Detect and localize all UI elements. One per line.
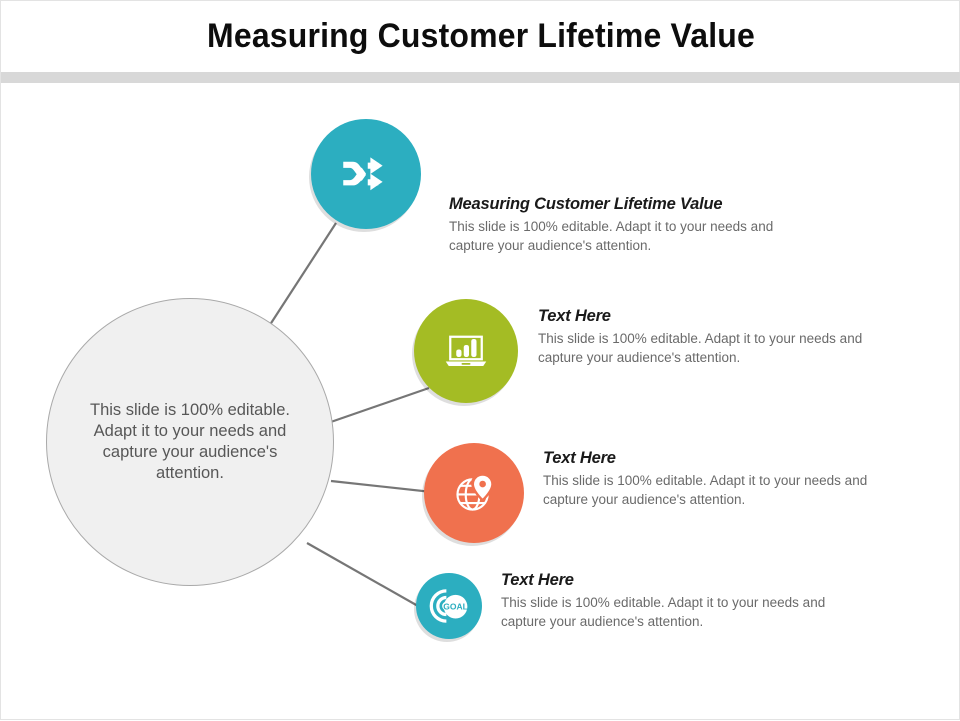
node-1-icon-circle[interactable] <box>311 119 421 229</box>
node-3-text-block: Text Here This slide is 100% editable. A… <box>543 449 915 509</box>
center-circle: This slide is 100% editable. Adapt it to… <box>46 298 334 586</box>
laptop-bar-chart-icon <box>442 327 490 375</box>
goal-icon-label: GOAL <box>443 602 468 612</box>
node-1-heading: Measuring Customer Lifetime Value <box>449 195 723 213</box>
node-2-heading: Text Here <box>538 307 611 325</box>
node-3-heading: Text Here <box>543 449 616 467</box>
page-title: Measuring Customer Lifetime Value <box>207 17 755 55</box>
connector-line-3 <box>330 479 442 495</box>
node-4-text-block: Text Here This slide is 100% editable. A… <box>501 571 873 631</box>
shuffle-icon <box>338 146 394 202</box>
node-4-heading: Text Here <box>501 571 574 589</box>
node-4-icon-circle[interactable]: GOAL <box>416 573 482 639</box>
node-3-body: This slide is 100% editable. Adapt it to… <box>543 473 868 507</box>
connector-line-4 <box>306 542 426 611</box>
center-circle-text: This slide is 100% editable. Adapt it to… <box>90 401 290 482</box>
node-2-body: This slide is 100% editable. Adapt it to… <box>538 331 863 365</box>
node-4-body: This slide is 100% editable. Adapt it to… <box>501 595 826 629</box>
globe-location-pin-icon <box>451 470 497 516</box>
title-divider <box>1 72 960 83</box>
node-1-body: This slide is 100% editable. Adapt it to… <box>449 219 774 253</box>
node-3-icon-circle[interactable] <box>424 443 524 543</box>
node-2-icon-circle[interactable] <box>414 299 518 403</box>
connector-line-2 <box>324 386 430 426</box>
node-1-text-block: Measuring Customer Lifetime Value This s… <box>449 195 807 255</box>
node-2-text-block: Text Here This slide is 100% editable. A… <box>538 307 910 367</box>
goal-target-icon: GOAL <box>428 585 470 627</box>
hub-and-spoke-diagram: This slide is 100% editable. Adapt it to… <box>1 83 960 721</box>
